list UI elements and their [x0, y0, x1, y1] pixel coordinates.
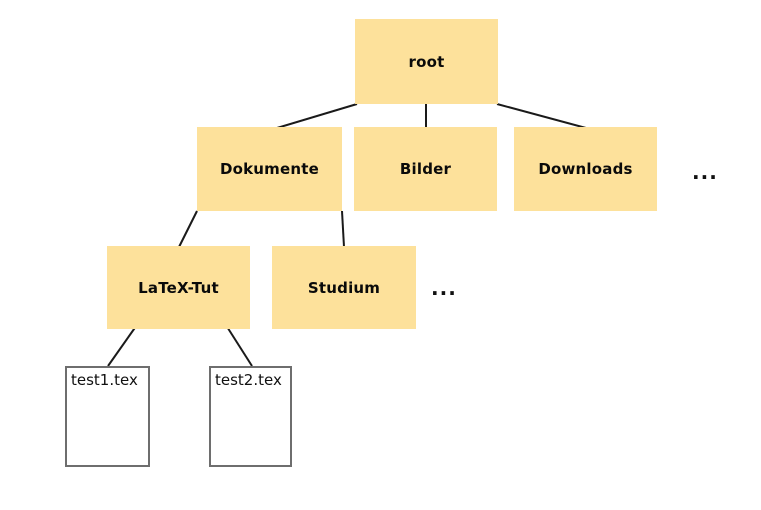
- tree-edge-root-to-downloads: [496, 103, 587, 129]
- folder-node-bilder[interactable]: Bilder: [354, 127, 497, 211]
- node-label: Downloads: [538, 160, 633, 178]
- ellipsis-row2: ...: [692, 160, 718, 184]
- folder-node-dokumente[interactable]: Dokumente: [197, 127, 342, 211]
- file-node-test1[interactable]: test1.tex: [65, 366, 150, 467]
- folder-node-root[interactable]: root: [355, 19, 498, 104]
- ellipsis-row3: ...: [431, 276, 457, 300]
- node-label: Dokumente: [219, 160, 320, 178]
- node-label: Bilder: [399, 160, 452, 178]
- node-label: Studium: [307, 278, 381, 297]
- node-label: LaTeX-Tut: [138, 278, 219, 297]
- tree-edge-root-to-dokumente: [276, 103, 358, 129]
- folder-node-studium[interactable]: Studium: [272, 246, 416, 329]
- tree-edge-dokumente-to-studium: [341, 210, 345, 248]
- node-label: test2.tex: [215, 371, 282, 389]
- file-node-test2[interactable]: test2.tex: [209, 366, 292, 467]
- folder-node-latex-tut[interactable]: LaTeX-Tut: [107, 246, 250, 329]
- folder-node-downloads[interactable]: Downloads: [514, 127, 657, 211]
- node-label: root: [408, 52, 445, 71]
- tree-edge-dokumente-to-latex-tut: [178, 210, 198, 248]
- node-label: test1.tex: [71, 371, 138, 389]
